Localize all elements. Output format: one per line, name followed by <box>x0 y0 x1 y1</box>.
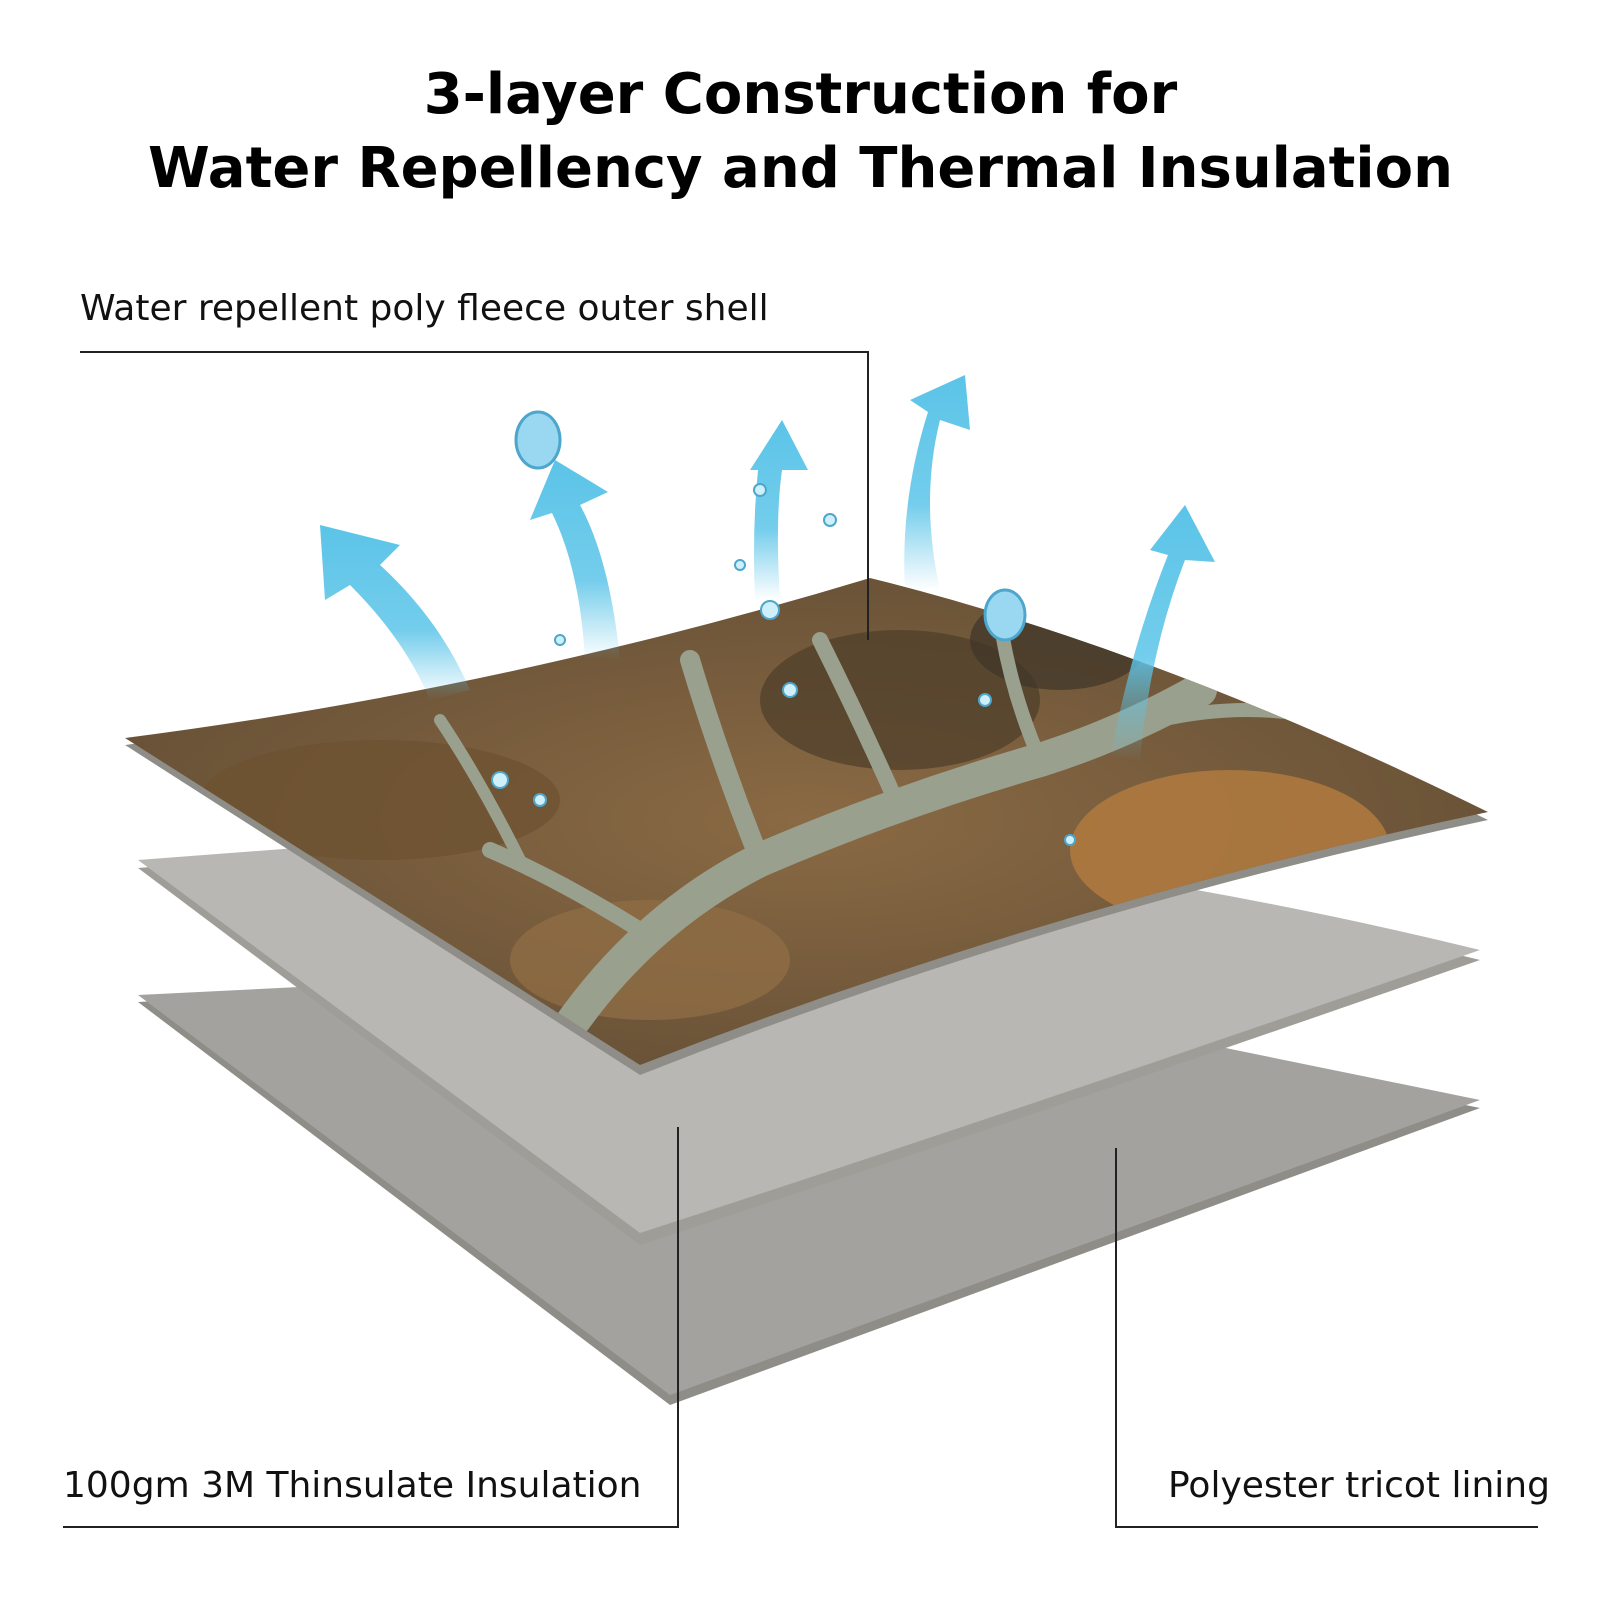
water-drops <box>491 410 1076 846</box>
water-drop-icon <box>978 693 992 707</box>
camo-pattern <box>200 590 1390 1057</box>
water-drop-icon <box>734 559 746 571</box>
water-drop-icon <box>823 513 837 527</box>
vapor-arrows <box>320 375 1215 760</box>
outer-shell-label: Water repellent poly fleece outer shell <box>80 288 769 329</box>
leader-lines <box>63 351 1538 1528</box>
up-arrow-icon <box>530 460 620 660</box>
insulation-label: 100gm 3M Thinsulate Insulation <box>63 1465 642 1506</box>
title-line-2: Water Repellency and Thermal Insulation <box>148 136 1453 201</box>
up-arrow-icon <box>750 420 808 600</box>
water-drop-icon <box>760 600 780 620</box>
up-arrow-icon <box>320 525 470 700</box>
lining-leader <box>1115 1148 1538 1528</box>
page-title: 3-layer Construction for Water Repellenc… <box>0 58 1601 206</box>
water-drop-icon <box>983 588 1027 642</box>
water-drop-icon <box>782 682 798 698</box>
title-line-1: 3-layer Construction for <box>423 62 1178 127</box>
water-drop-icon <box>1064 834 1076 846</box>
lining-label: Polyester tricot lining <box>1168 1465 1550 1506</box>
up-arrow-icon <box>1110 505 1215 760</box>
up-arrow-icon <box>904 375 970 590</box>
water-drop-icon <box>514 410 562 470</box>
water-drop-icon <box>491 771 509 789</box>
insulation-leader <box>63 1127 679 1528</box>
outer-shell-leader <box>80 351 869 640</box>
water-drop-icon <box>753 483 767 497</box>
water-drop-icon <box>533 793 547 807</box>
water-drop-icon <box>554 634 566 646</box>
